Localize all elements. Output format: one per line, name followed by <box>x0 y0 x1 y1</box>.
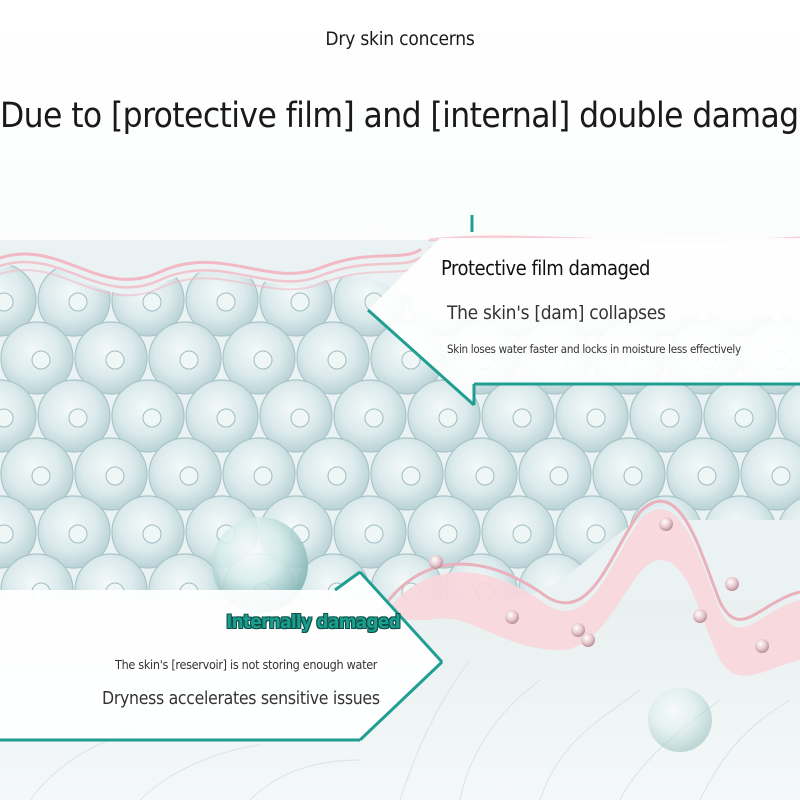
cell-nucleus <box>142 408 162 428</box>
skin-cell <box>0 263 37 337</box>
internal-layer-bead <box>581 633 595 647</box>
skin-cell <box>0 495 37 569</box>
cell-nucleus <box>401 466 421 486</box>
cell-nucleus <box>68 408 88 428</box>
cell-nucleus <box>327 350 347 370</box>
cell-nucleus <box>364 408 384 428</box>
cell-nucleus <box>512 408 532 428</box>
internal-layer-bead <box>755 639 769 653</box>
cell-nucleus <box>549 466 569 486</box>
internal-callout-title: Internally damaged <box>226 611 401 633</box>
cell-nucleus <box>0 524 14 544</box>
cell-nucleus <box>660 408 680 428</box>
cell-nucleus <box>253 350 273 370</box>
water-droplet-small <box>648 688 712 752</box>
internal-layer-bead <box>429 555 443 569</box>
cell-nucleus <box>179 466 199 486</box>
water-droplet <box>212 517 308 613</box>
cell-nucleus <box>475 466 495 486</box>
internal-layer-bead <box>505 610 519 624</box>
cell-nucleus <box>623 466 643 486</box>
cell-nucleus <box>0 292 14 312</box>
cell-nucleus <box>771 466 791 486</box>
protective-callout-subtitle: The skin's [dam] collapses <box>447 302 666 324</box>
internal-callout-subtitle: The skin's [reservoir] is not storing en… <box>115 657 378 672</box>
internal-callout-detail: Dryness accelerates sensitive issues <box>102 689 380 709</box>
cell-nucleus <box>586 408 606 428</box>
cell-nucleus <box>105 466 125 486</box>
cell-nucleus <box>31 466 51 486</box>
skin-cell <box>0 379 37 453</box>
cell-nucleus <box>142 292 162 312</box>
skin-cell <box>777 379 800 453</box>
cell-nucleus <box>734 408 754 428</box>
cell-nucleus <box>586 524 606 544</box>
section-eyebrow: Dry skin concerns <box>325 28 475 50</box>
cell-nucleus <box>216 292 236 312</box>
cell-nucleus <box>253 466 273 486</box>
cell-nucleus <box>327 466 347 486</box>
cell-nucleus <box>438 408 458 428</box>
cell-nucleus <box>142 524 162 544</box>
cell-nucleus <box>0 408 14 428</box>
internal-layer-bead <box>693 609 707 623</box>
cell-nucleus <box>68 524 88 544</box>
cell-nucleus <box>364 524 384 544</box>
cell-nucleus <box>105 350 125 370</box>
protective-callout-banner <box>366 215 800 407</box>
internal-layer-bead <box>659 517 673 531</box>
internal-layer-bead <box>725 577 739 591</box>
protective-callout-title: Protective film damaged <box>441 256 650 280</box>
cell-nucleus <box>438 524 458 544</box>
headline: Due to [protective film] and [internal] … <box>0 96 800 136</box>
cell-nucleus <box>290 408 310 428</box>
cell-nucleus <box>179 350 199 370</box>
protective-callout-detail: Skin loses water faster and locks in moi… <box>447 342 741 356</box>
cell-nucleus <box>216 408 236 428</box>
cell-nucleus <box>31 350 51 370</box>
cell-nucleus <box>697 466 717 486</box>
cell-nucleus <box>68 292 88 312</box>
cell-nucleus <box>401 350 421 370</box>
internal-layer-bead <box>571 623 585 637</box>
cell-nucleus <box>290 292 310 312</box>
internal-callout-banner <box>0 570 444 742</box>
cell-nucleus <box>512 524 532 544</box>
